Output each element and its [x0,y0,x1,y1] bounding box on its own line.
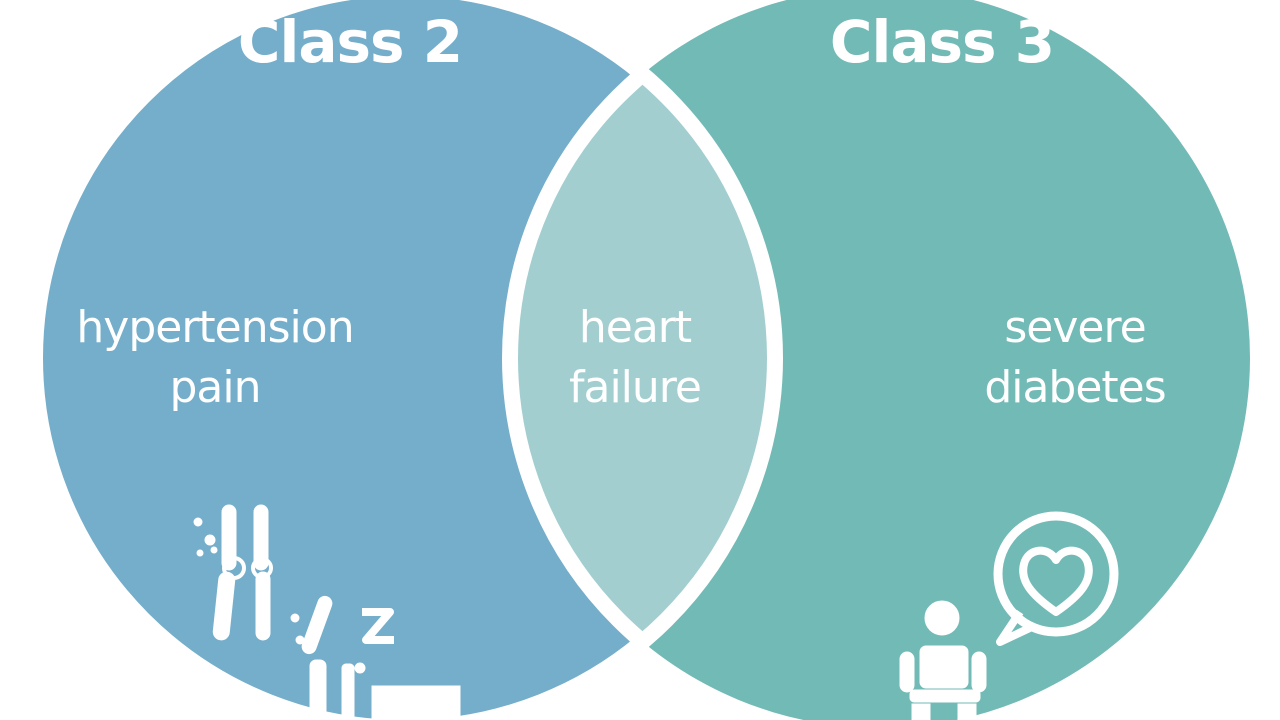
left-condition-1: hypertension [76,302,354,353]
center-condition-1: heart [578,302,692,353]
sleeping-person-icon [290,595,461,720]
right-conditions: severe diabetes [940,298,1210,418]
center-condition-2: failure [569,362,702,413]
center-conditions: heart failure [510,298,760,418]
overlap-outline [27,0,783,720]
left-condition-2: pain [169,362,261,413]
left-title-text: Class 2 [237,8,463,76]
right-title-text: Class 3 [829,8,1055,76]
left-conditions: hypertension pain [40,298,390,418]
right-condition-1: severe [1004,302,1146,353]
joint-pain-bones-icon [193,504,273,641]
person-thinking-heart-icon [899,511,1119,720]
right-condition-2: diabetes [984,362,1166,413]
overlap-region [510,0,775,720]
right-title: Class 3 [792,8,1092,76]
left-title: Class 2 [200,8,500,76]
